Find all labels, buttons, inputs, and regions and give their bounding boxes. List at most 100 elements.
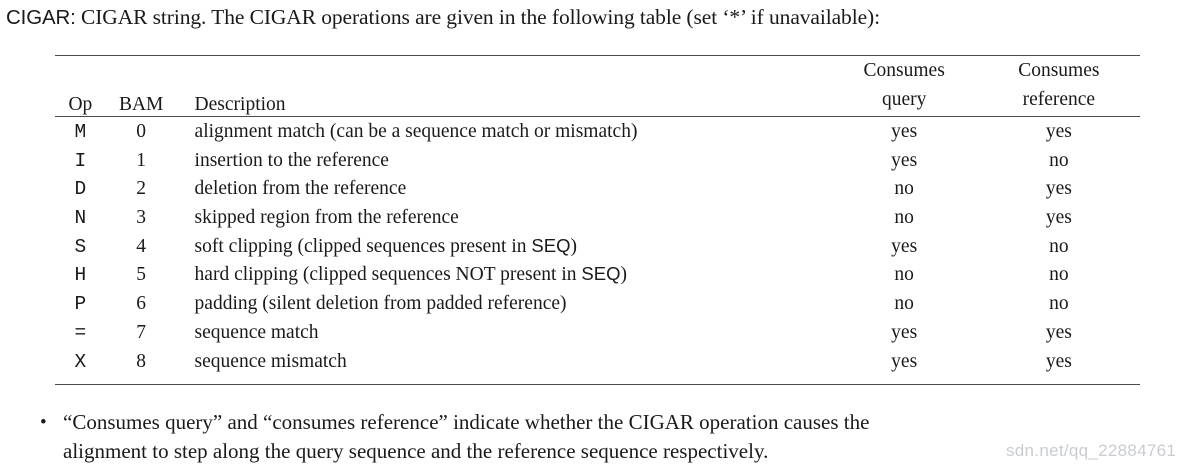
description-text: padding (silent deletion from padded ref… bbox=[195, 293, 567, 314]
cell-consumes-query: no bbox=[894, 178, 914, 200]
description-text: alignment match (can be a sequence match… bbox=[195, 121, 638, 142]
cell-op: H bbox=[74, 264, 87, 287]
cell-bam: 7 bbox=[136, 321, 147, 343]
cell-bam: 8 bbox=[105, 351, 177, 386]
cell-description: alignment match (can be a sequence match… bbox=[176, 115, 831, 151]
cell-consumes-reference: no bbox=[1049, 235, 1069, 257]
table-row: = 7 sequence match yes yes bbox=[55, 323, 1140, 352]
cell-consumes-query: no bbox=[894, 264, 914, 286]
cell-bam: 1 bbox=[136, 149, 147, 171]
cell-description: deletion from the reference bbox=[177, 179, 831, 208]
table-header-row: Op BAM Description Consumes query Consum… bbox=[55, 55, 1140, 117]
cell-description: sequence match bbox=[177, 323, 831, 352]
column-header-description: Description bbox=[194, 93, 286, 115]
intro-asterisk-token: ‘*’ bbox=[722, 5, 746, 29]
cell-consumes-reference: no bbox=[1049, 149, 1069, 171]
table-row: I 1 insertion to the reference yes no bbox=[55, 149, 1140, 180]
description-prefix: hard clipping (clipped sequences NOT pre… bbox=[194, 264, 582, 286]
cell-bam: 5 bbox=[136, 264, 147, 286]
cell-op: D bbox=[74, 178, 87, 201]
cell-consumes-query: no bbox=[894, 207, 914, 229]
description-text: hard clipping (clipped sequences NOT pre… bbox=[195, 264, 627, 285]
column-header-consumes-reference: Consumes reference bbox=[978, 56, 1140, 117]
column-header-consumes-query: Consumes query bbox=[831, 56, 978, 117]
cell-op: I bbox=[74, 149, 87, 172]
cell-bam: 4 bbox=[136, 235, 147, 257]
cell-description: soft clipping (clipped sequences present… bbox=[177, 236, 831, 266]
cell-description: hard clipping (clipped sequences NOT pre… bbox=[177, 265, 831, 294]
description-text: deletion from the reference bbox=[195, 178, 407, 199]
cell-bam: 2 bbox=[136, 178, 147, 200]
table-row: D 2 deletion from the reference no yes bbox=[55, 179, 1140, 208]
cell-consumes-reference: no bbox=[1049, 264, 1069, 286]
table-row: N 3 skipped region from the reference no yes bbox=[55, 208, 1140, 237]
bullet-text-line2: alignment to step along the query sequen… bbox=[63, 439, 769, 463]
intro-text-before: CIGAR string. The CIGAR operations are g… bbox=[75, 5, 723, 29]
description-text: skipped region from the reference bbox=[195, 207, 459, 228]
cigar-operations-table-wrapper: Op BAM Description Consumes query Consum… bbox=[55, 55, 1140, 386]
cell-consumes-query: no bbox=[894, 293, 914, 315]
description-prefix: skipped region from the reference bbox=[194, 207, 459, 229]
column-header-op: Op bbox=[68, 93, 93, 115]
cell-bam: 0 bbox=[105, 115, 177, 151]
description-prefix: deletion from the reference bbox=[194, 178, 407, 200]
cell-op: M bbox=[55, 115, 106, 151]
cell-op: P bbox=[74, 293, 87, 316]
cell-consumes-reference: yes bbox=[977, 115, 1140, 151]
cigar-operations-table: Op BAM Description Consumes query Consum… bbox=[55, 55, 1140, 386]
bullet-note: • “Consumes query” and “consumes referen… bbox=[40, 408, 1190, 466]
description-prefix: sequence mismatch bbox=[194, 350, 347, 372]
cell-op: X bbox=[55, 351, 106, 386]
cell-op: N bbox=[74, 207, 87, 230]
table-row: H 5 hard clipping (clipped sequences NOT p… bbox=[55, 265, 1140, 294]
cell-consumes-query: yes bbox=[891, 149, 918, 171]
cell-description: sequence mismatch bbox=[176, 351, 831, 386]
description-text: sequence mismatch bbox=[195, 351, 347, 372]
description-prefix: insertion to the reference bbox=[194, 149, 389, 171]
field-name-cigar: CIGAR: bbox=[6, 7, 76, 29]
bullet-text: “Consumes query” and “consumes reference… bbox=[63, 408, 1190, 466]
cell-description: padding (silent deletion from padded ref… bbox=[177, 294, 831, 323]
description-suffix: ) bbox=[620, 264, 627, 286]
table-row: S 4 soft clipping (clipped sequences prese… bbox=[55, 235, 1140, 266]
cell-consumes-reference: no bbox=[1049, 293, 1069, 315]
intro-text-after: if unavailable): bbox=[745, 5, 880, 29]
bullet-text-line1: “Consumes query” and “consumes reference… bbox=[63, 410, 870, 434]
description-suffix: ) bbox=[570, 235, 577, 257]
cell-consumes-query: yes bbox=[830, 351, 978, 386]
consumes-reference-line2: reference bbox=[1022, 89, 1096, 110]
consumes-query-line2: query bbox=[881, 89, 927, 110]
description-text: insertion to the reference bbox=[195, 150, 389, 171]
cell-bam: 6 bbox=[136, 293, 147, 315]
description-prefix: soft clipping (clipped sequences present… bbox=[194, 235, 532, 257]
cell-consumes-query: yes bbox=[891, 235, 918, 257]
description-text: soft clipping (clipped sequences present… bbox=[195, 236, 577, 257]
description-field-token: SEQ bbox=[531, 234, 571, 256]
bullet-row: • “Consumes query” and “consumes referen… bbox=[40, 408, 1190, 466]
description-prefix: padding (silent deletion from padded ref… bbox=[194, 293, 567, 315]
cell-consumes-reference: yes bbox=[1045, 178, 1072, 200]
cell-op: = bbox=[74, 321, 87, 344]
table-header: Op BAM Description Consumes query Consum… bbox=[55, 55, 1140, 117]
cell-consumes-query: yes bbox=[891, 321, 918, 343]
description-field-token: SEQ bbox=[581, 263, 621, 285]
cell-consumes-reference: yes bbox=[1045, 321, 1072, 343]
cell-description: insertion to the reference bbox=[177, 150, 831, 180]
cell-description: skipped region from the reference bbox=[177, 208, 831, 237]
bullet-marker-icon: • bbox=[40, 412, 47, 433]
consumes-reference-line1: Consumes bbox=[1018, 60, 1100, 81]
cell-bam: 3 bbox=[136, 207, 147, 229]
cell-op: S bbox=[74, 235, 87, 258]
intro-paragraph: CIGAR: CIGAR string. The CIGAR operation… bbox=[6, 4, 1196, 31]
description-prefix: alignment match (can be a sequence match… bbox=[194, 121, 638, 142]
cell-consumes-reference: yes bbox=[977, 351, 1140, 386]
column-header-bam: BAM bbox=[118, 93, 164, 115]
consumes-query-line1: Consumes bbox=[863, 60, 945, 81]
cell-consumes-reference: yes bbox=[1045, 207, 1072, 229]
description-prefix: sequence match bbox=[194, 321, 319, 343]
cell-consumes-query: yes bbox=[830, 115, 978, 151]
table-row: P 6 padding (silent deletion from padded r… bbox=[55, 294, 1140, 323]
